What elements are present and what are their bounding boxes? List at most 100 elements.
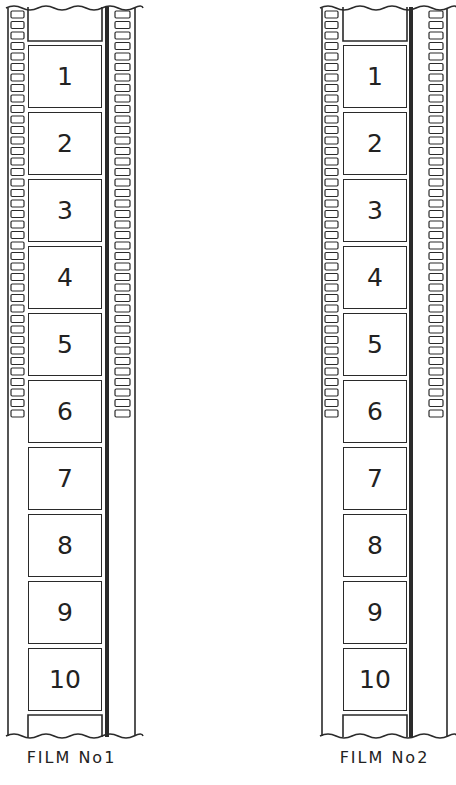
perforation — [325, 316, 338, 323]
perforation — [325, 85, 338, 92]
frame-number: 6 — [57, 399, 73, 424]
perforation — [115, 274, 130, 281]
perforation — [11, 358, 24, 365]
perforation — [325, 22, 338, 29]
perforation — [115, 127, 130, 134]
perforation — [325, 358, 338, 365]
perforation — [11, 137, 24, 144]
perforation — [325, 368, 338, 375]
perforation — [115, 326, 130, 333]
perforation — [325, 148, 338, 155]
perforation — [115, 53, 130, 60]
perforation — [325, 169, 338, 176]
film-frame: 10 — [343, 648, 407, 711]
perforation — [325, 127, 338, 134]
frame-number: 2 — [57, 131, 73, 156]
perforation — [115, 137, 130, 144]
perforation — [11, 263, 24, 270]
film-frame: 7 — [343, 447, 407, 510]
frame-number: 1 — [367, 64, 383, 89]
perforation — [11, 221, 24, 228]
frame-number: 7 — [57, 466, 73, 491]
perforation — [11, 106, 24, 113]
frame-number: 5 — [367, 332, 383, 357]
perforation — [325, 284, 338, 291]
perforation — [429, 305, 443, 312]
perforation — [11, 337, 24, 344]
perforation — [11, 85, 24, 92]
film-frame: 10 — [28, 648, 102, 711]
perforation — [11, 22, 24, 29]
perforation — [429, 169, 443, 176]
perforation — [115, 347, 130, 354]
perforation — [325, 263, 338, 270]
perforation — [11, 200, 24, 207]
perforation — [325, 242, 338, 249]
perforation — [115, 43, 130, 50]
perforation — [115, 169, 130, 176]
film-frame: 9 — [343, 581, 407, 644]
film-frame: 5 — [28, 313, 102, 376]
perforation — [11, 305, 24, 312]
perforation — [429, 53, 443, 60]
film-frame: 2 — [343, 112, 407, 175]
perforation — [325, 43, 338, 50]
perforation — [115, 95, 130, 102]
perforation — [11, 242, 24, 249]
perforation — [429, 158, 443, 165]
perforation — [11, 389, 24, 396]
film-strip: FILM No112345678910 — [8, 5, 135, 738]
perforation — [325, 116, 338, 123]
perforation — [11, 379, 24, 386]
perforation — [429, 85, 443, 92]
film-frame: 3 — [28, 179, 102, 242]
perforation — [429, 358, 443, 365]
perforation — [325, 158, 338, 165]
perforation — [429, 64, 443, 71]
perforation — [11, 400, 24, 407]
perforation — [115, 211, 130, 218]
perforation — [429, 295, 443, 302]
perforation — [429, 337, 443, 344]
perforation — [325, 200, 338, 207]
perforation — [429, 263, 443, 270]
perforation — [429, 211, 443, 218]
perforation — [325, 326, 338, 333]
perforation — [115, 116, 130, 123]
perforation — [429, 274, 443, 281]
perforation — [115, 337, 130, 344]
perforation — [11, 211, 24, 218]
perforation — [11, 169, 24, 176]
perforation — [115, 263, 130, 270]
perforation — [115, 106, 130, 113]
perforation — [115, 11, 130, 18]
perforation — [429, 148, 443, 155]
perforation — [429, 22, 443, 29]
frame-number: 10 — [359, 667, 391, 692]
perforation — [429, 127, 443, 134]
film-caption: FILM No1 — [0, 748, 145, 767]
perforation — [11, 53, 24, 60]
film-frame: 5 — [343, 313, 407, 376]
perforation — [325, 64, 338, 71]
perforation — [115, 284, 130, 291]
film-frame: 6 — [343, 380, 407, 443]
frame-number: 1 — [57, 64, 73, 89]
perforation — [115, 148, 130, 155]
perforation — [115, 389, 130, 396]
perforation — [429, 284, 443, 291]
perforation — [325, 53, 338, 60]
film-strip-1-outline — [6, 6, 143, 738]
film-frame: 8 — [343, 514, 407, 577]
perforation — [429, 400, 443, 407]
perforation — [11, 43, 24, 50]
perforation — [115, 190, 130, 197]
perforation — [429, 368, 443, 375]
frame-number: 9 — [57, 600, 73, 625]
film-strip-2-outline — [320, 6, 456, 738]
frame-number: 4 — [367, 265, 383, 290]
perforation — [115, 316, 130, 323]
perforation — [11, 158, 24, 165]
film-caption: FILM No2 — [312, 748, 456, 767]
perforation — [11, 284, 24, 291]
